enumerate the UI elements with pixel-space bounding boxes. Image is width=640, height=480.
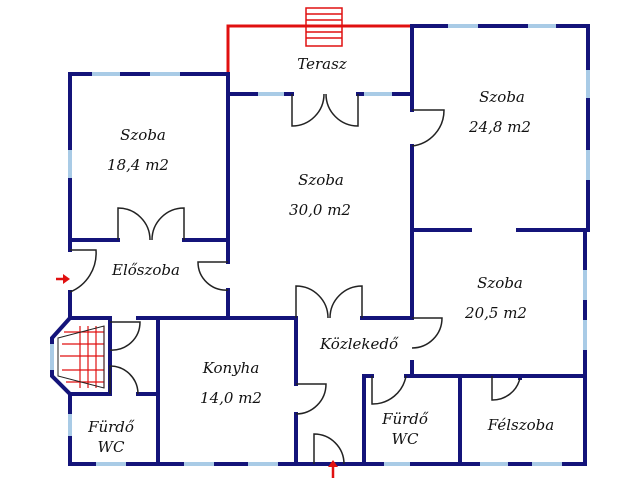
room-label-felszoba: Félszoba bbox=[487, 416, 555, 434]
room-label-kozlekedo: Közlekedő bbox=[319, 335, 399, 353]
room-label-szoba-20: Szoba bbox=[477, 274, 523, 292]
room-label-terasz: Terasz bbox=[297, 55, 347, 73]
room-label-furdo-mid: Fürdő bbox=[382, 410, 428, 428]
room-sub-furdo-mid: WC bbox=[391, 430, 419, 448]
room-area-szoba-18: 18,4 m2 bbox=[107, 156, 169, 174]
red-arrow-right-head-icon bbox=[63, 274, 70, 284]
room-area-szoba-20: 20,5 m2 bbox=[465, 304, 527, 322]
room-sub-furdo-left: WC bbox=[97, 438, 125, 456]
room-area-szoba-24: 24,8 m2 bbox=[469, 118, 531, 136]
room-label-szoba-24: Szoba bbox=[479, 88, 525, 106]
room-label-szoba-30: Szoba bbox=[298, 171, 344, 189]
room-label-szoba-18: Szoba bbox=[120, 126, 166, 144]
room-area-konyha: 14,0 m2 bbox=[200, 389, 262, 407]
room-label-furdo-left: Fürdő bbox=[88, 418, 134, 436]
terrace-stairs bbox=[305, 7, 343, 47]
terrace-outline bbox=[226, 24, 412, 74]
room-label-eloszoba: Előszoba bbox=[112, 261, 180, 279]
windows bbox=[50, 24, 590, 466]
spiral-stairs bbox=[60, 326, 105, 388]
room-area-szoba-30: 30,0 m2 bbox=[289, 201, 351, 219]
spiral-stairs-outline bbox=[57, 325, 105, 389]
door-swings bbox=[69, 93, 521, 465]
red-arrow-up-head-icon bbox=[328, 460, 338, 467]
room-label-konyha: Konyha bbox=[202, 359, 260, 377]
